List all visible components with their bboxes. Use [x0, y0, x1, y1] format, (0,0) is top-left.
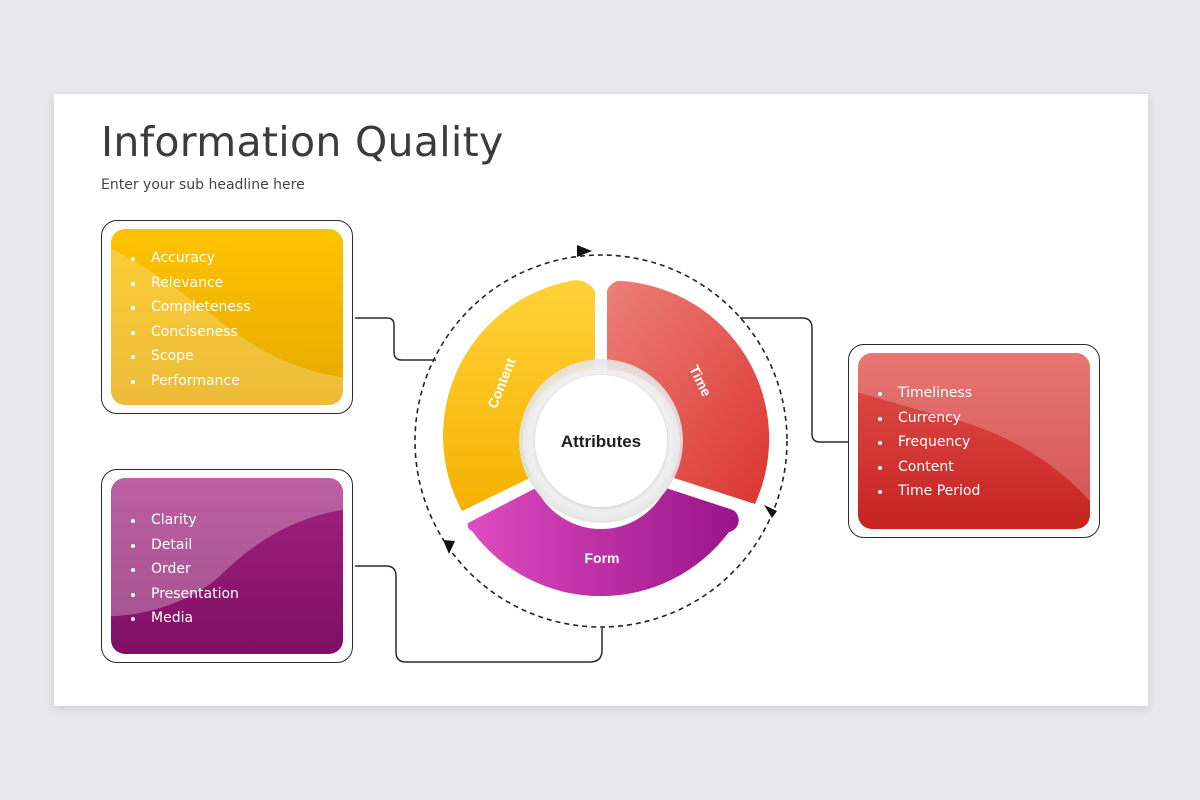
list-item: Conciseness — [131, 320, 251, 345]
slide-subtitle: Enter your sub headline here — [101, 177, 305, 193]
content-card-list: Accuracy Relevance Completeness Concisen… — [131, 246, 251, 394]
form-card-shine — [111, 478, 343, 617]
list-item: Order — [131, 557, 239, 582]
time-card-shine — [858, 353, 1090, 502]
content-card-frame: Accuracy Relevance Completeness Concisen… — [101, 220, 353, 414]
segment-content — [443, 280, 595, 511]
hub-label: Attributes — [561, 432, 641, 451]
content-card-shine — [111, 248, 343, 405]
segment-label-form: Form — [585, 550, 620, 566]
list-item: Completeness — [131, 295, 251, 320]
segment-form — [467, 488, 739, 597]
list-item: Time Period — [878, 479, 980, 504]
list-item: Performance — [131, 369, 251, 394]
list-item: Relevance — [131, 271, 251, 296]
list-item: Media — [131, 606, 239, 631]
slide: Information Quality Enter your sub headl… — [54, 94, 1148, 706]
form-card-frame: Clarity Detail Order Presentation Media — [101, 469, 353, 663]
time-card-frame: Timeliness Currency Frequency Content Ti… — [848, 344, 1100, 538]
list-item: Currency — [878, 406, 980, 431]
connector-time — [740, 317, 848, 443]
slide-title: Information Quality — [101, 118, 504, 166]
segment-time — [607, 280, 770, 504]
cycle-arrow-top — [577, 245, 592, 257]
list-item: Clarity — [131, 508, 239, 533]
hub-core — [535, 375, 667, 507]
connector-form — [355, 565, 603, 663]
list-item: Scope — [131, 344, 251, 369]
list-item: Presentation — [131, 582, 239, 607]
list-item: Accuracy — [131, 246, 251, 271]
attributes-diagram: Content Time Form Attributes — [355, 245, 848, 663]
cycle-arrow-left — [443, 540, 455, 554]
connector-content — [355, 317, 436, 361]
list-item: Frequency — [878, 430, 980, 455]
list-item: Detail — [131, 533, 239, 558]
form-card: Clarity Detail Order Presentation Media — [111, 478, 343, 654]
form-card-list: Clarity Detail Order Presentation Media — [131, 508, 239, 631]
content-card: Accuracy Relevance Completeness Concisen… — [111, 229, 343, 405]
time-card-list: Timeliness Currency Frequency Content Ti… — [878, 381, 980, 504]
list-item: Timeliness — [878, 381, 980, 406]
cycle-ring — [414, 254, 788, 628]
cycle-arrow-right — [764, 505, 777, 518]
time-card: Timeliness Currency Frequency Content Ti… — [858, 353, 1090, 529]
list-item: Content — [878, 455, 980, 480]
